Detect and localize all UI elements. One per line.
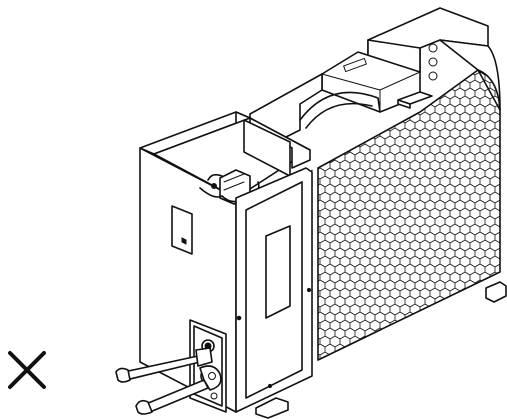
mounting-feet [255, 281, 507, 419]
top-cover-panels [249, 7, 501, 141]
honeycomb-grille [311, 69, 501, 367]
wrench-upper [115, 347, 213, 383]
front-service-panel [235, 167, 313, 413]
wrench-lower [135, 365, 222, 415]
prohibition-cross-icon [8, 351, 46, 389]
